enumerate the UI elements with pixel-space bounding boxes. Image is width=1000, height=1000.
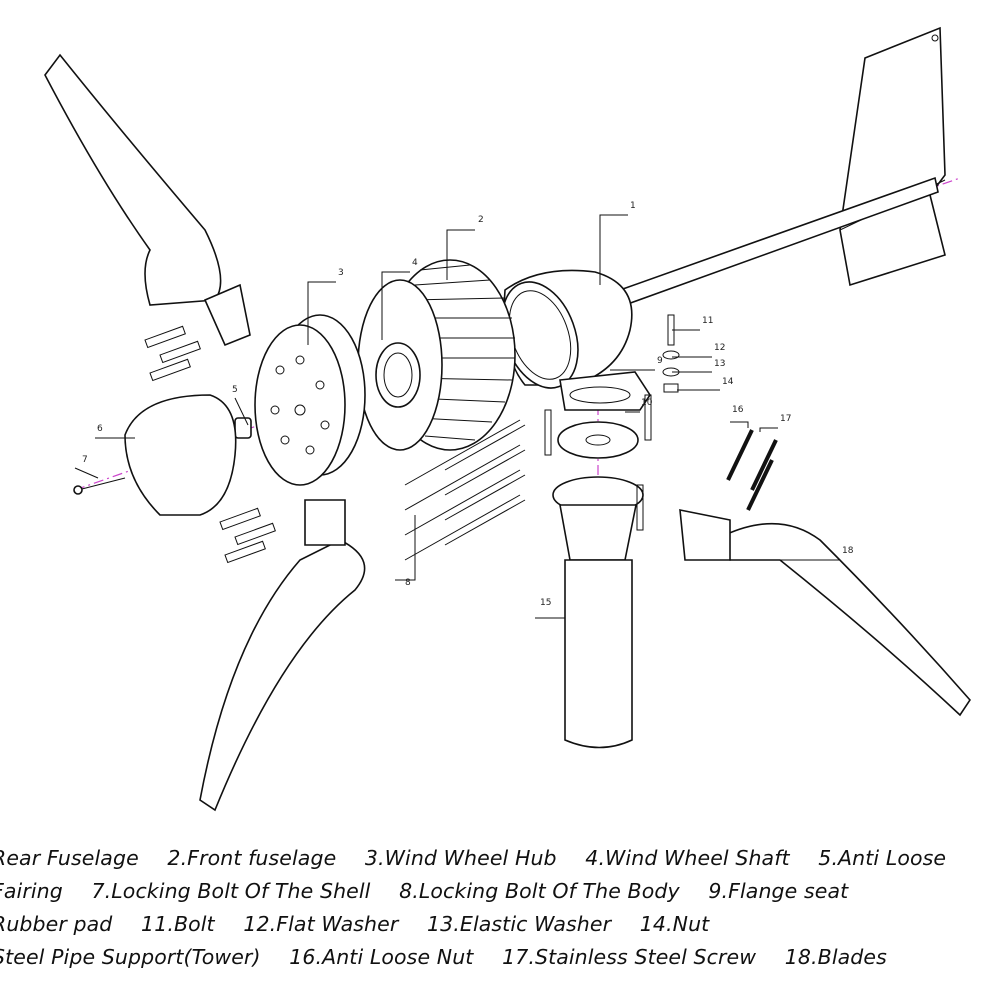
legend-item: 13.Elastic Washer — [426, 912, 612, 936]
callout-8: 8 — [405, 578, 411, 588]
legend-item: Rear Fuselage — [0, 846, 139, 870]
legend-item: 16.Anti Loose Nut — [289, 945, 474, 969]
blade-bottom — [199, 499, 366, 812]
fairing — [124, 394, 237, 516]
callout-4: 4 — [412, 258, 418, 268]
legend-item: 18.Blades — [784, 945, 887, 969]
legend-item: Steel Pipe Support(Tower) — [0, 945, 261, 969]
legend-item: 8.Locking Bolt Of The Body — [399, 879, 680, 903]
bolts-top-left — [144, 325, 201, 382]
body-locking-bolts — [404, 419, 526, 561]
legend-item: 2.Front fuselage — [167, 846, 337, 870]
legend-item: 12.Flat Washer — [243, 912, 399, 936]
legend-item: 3.Wind Wheel Hub — [364, 846, 557, 870]
shell-locking-bolt — [73, 477, 126, 495]
callout-9: 9 — [657, 356, 663, 366]
bolts-bottom-left — [219, 507, 276, 564]
legend-item: 14.Nut — [639, 912, 710, 936]
legend-item: 7.Locking Bolt Of The Shell — [91, 879, 371, 903]
callout-6: 6 — [97, 424, 103, 434]
legend-item: 5.Anti Loose — [818, 846, 947, 870]
callout-7: 7 — [82, 455, 88, 465]
rear-fuselage — [501, 269, 651, 411]
callout-12: 12 — [714, 343, 725, 353]
bolt-set-flange — [544, 314, 680, 531]
legend-item: Rubber pad — [0, 912, 113, 936]
legend-item: 17.Stainless Steel Screw — [502, 945, 757, 969]
callout-1: 1 — [630, 201, 636, 211]
legend-item: Fairing — [0, 879, 63, 903]
legend-line-1: Rear Fuselage 2.Front fuselage 3.Wind Wh… — [0, 846, 968, 870]
callout-2: 2 — [478, 215, 484, 225]
anti-loose-nut — [234, 417, 252, 439]
callout-14: 14 — [722, 377, 734, 387]
legend-line-4: Steel Pipe Support(Tower) 16.Anti Loose … — [0, 945, 909, 969]
legend-item: 9.Flange seat — [708, 879, 849, 903]
callout-15: 15 — [540, 598, 551, 608]
steel-pipe-tower — [564, 559, 633, 749]
callout-13: 13 — [714, 359, 725, 369]
legend-line-3: Rubber pad 11.Bolt 12.Flat Washer 13.Ela… — [0, 912, 731, 936]
front-fuselage — [357, 259, 516, 451]
blade-top — [44, 53, 251, 347]
flange-seat-lower — [552, 476, 644, 561]
legend-line-2: Fairing 7.Locking Bolt Of The Shell 8.Lo… — [0, 879, 870, 903]
rubber-pad — [557, 421, 639, 459]
legend-item: 11.Bolt — [141, 912, 215, 936]
callout-3: 3 — [338, 268, 344, 278]
callout-17: 17 — [780, 414, 791, 424]
callout-16: 16 — [732, 405, 744, 415]
leader-lines — [74, 214, 840, 619]
screws-right — [726, 429, 778, 511]
legend-item: 4.Wind Wheel Shaft — [585, 846, 790, 870]
callout-5: 5 — [232, 385, 238, 395]
callout-11: 11 — [702, 316, 713, 326]
callout-10: 10 — [641, 398, 653, 408]
tail-vane — [839, 26, 946, 287]
callout-18: 18 — [842, 546, 854, 556]
blade-right — [679, 509, 972, 717]
wind-wheel-hub — [254, 314, 366, 486]
